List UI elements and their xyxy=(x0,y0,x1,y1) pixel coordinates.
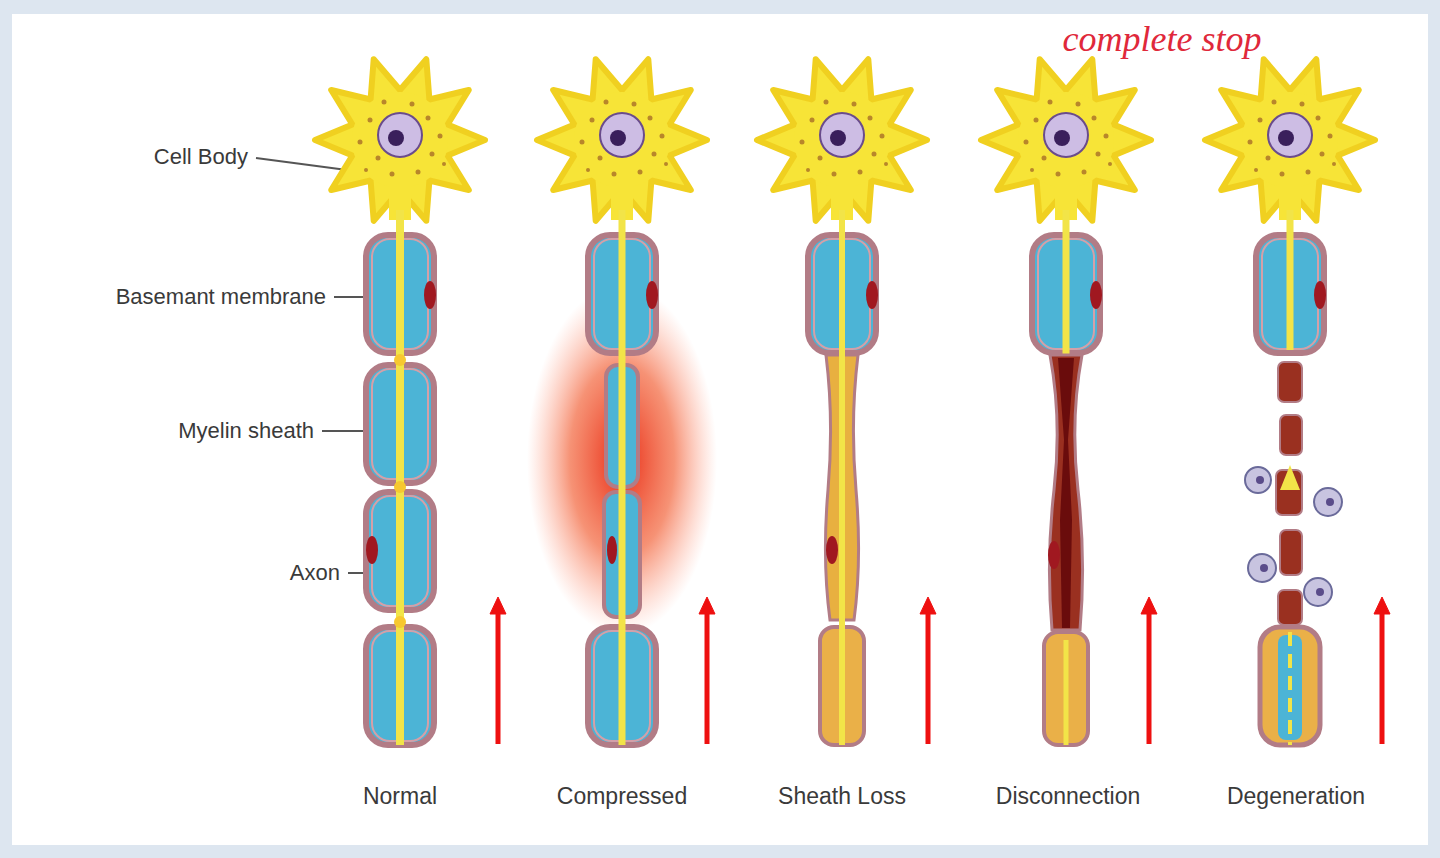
stage-label: Degeneration xyxy=(1227,784,1365,809)
red-arrows xyxy=(490,597,1390,744)
stage-label: Normal xyxy=(363,784,437,809)
part-label: Cell Body xyxy=(154,145,248,169)
part-label: Axon xyxy=(290,561,340,585)
part-label: Myelin sheath xyxy=(178,419,314,443)
part-label: Basemant membrane xyxy=(116,285,326,309)
stage-label: Disconnection xyxy=(996,784,1140,809)
handwritten-note: complete stop xyxy=(1063,20,1262,60)
stage-label: Compressed xyxy=(557,784,687,809)
stage-label: Sheath Loss xyxy=(778,784,906,809)
